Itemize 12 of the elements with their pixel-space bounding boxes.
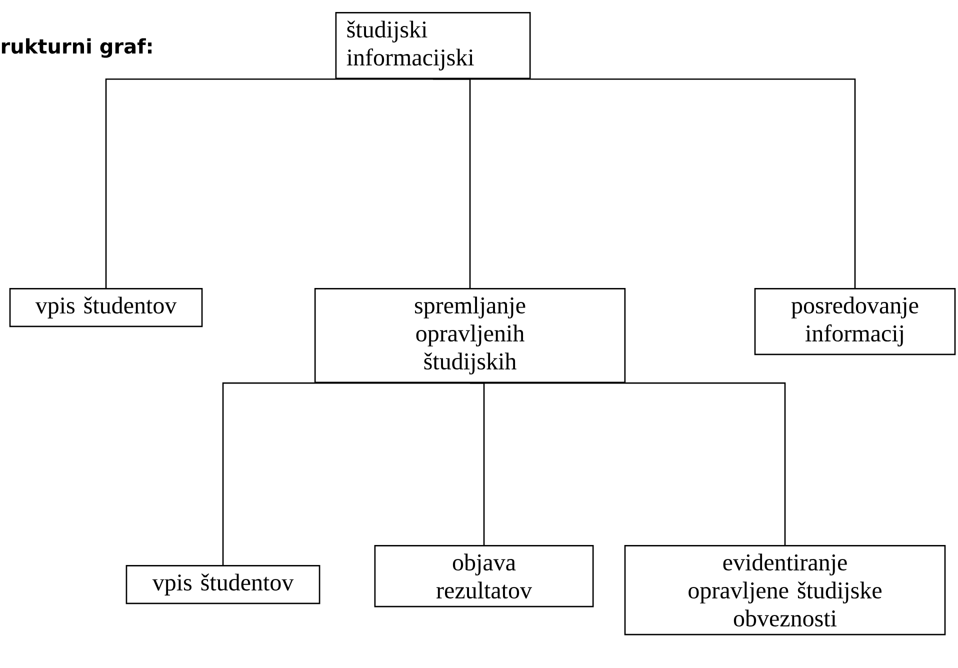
title: rukturni graf: [2,38,152,58]
box: evidentiranje opravljene študijske obveznosti [624,545,946,636]
connector-line [222,382,470,565]
box: posredovanje informacij [754,288,956,356]
box: objava rezultatov [374,545,594,608]
box: spremljanje opravljenih študijskih [314,288,626,384]
connector-line [470,382,786,545]
box: študijski informacijski [335,12,531,80]
connector-line [105,78,433,288]
box: vpis študentov [9,288,203,328]
box: vpis študentov [126,565,320,604]
connector-line [433,78,856,288]
